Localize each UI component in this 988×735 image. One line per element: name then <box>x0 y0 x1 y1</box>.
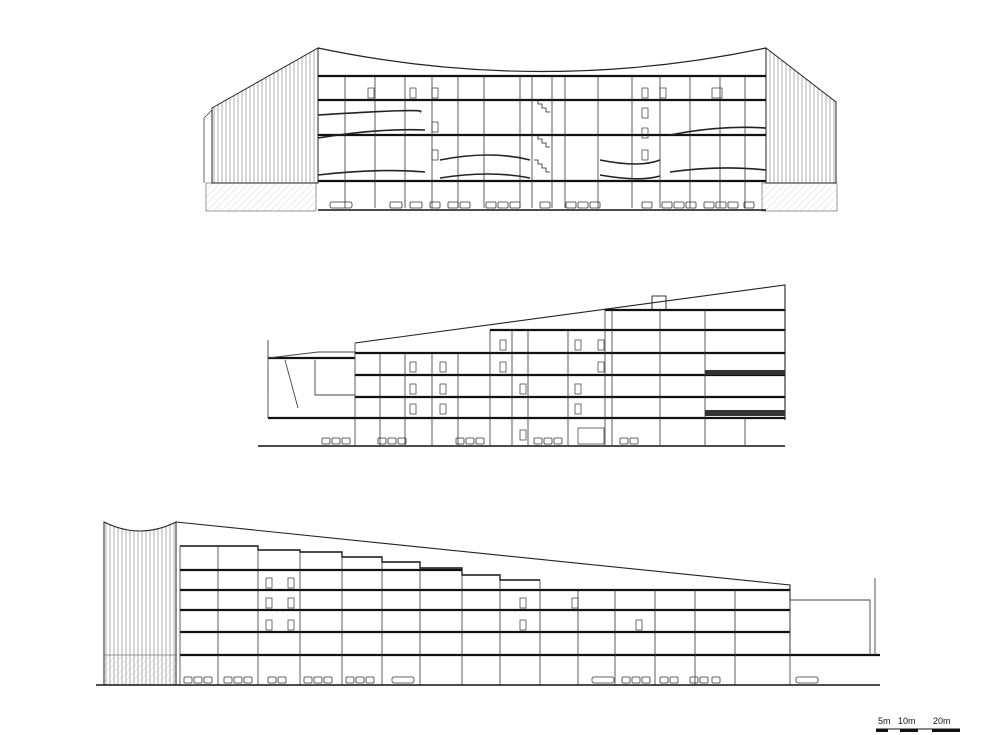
section-2-openings <box>409 339 605 445</box>
section-3-steps <box>180 545 540 581</box>
scale-bar: 5m 10m 20m <box>876 716 960 732</box>
section-2-left-block <box>267 340 355 418</box>
section-2-band-1 <box>705 370 785 375</box>
section-3-openings <box>265 577 643 631</box>
section-2-band-2 <box>705 410 785 416</box>
section-1-roof-curve <box>317 47 767 73</box>
section-1-annex <box>203 109 213 183</box>
scale-label-10m: 10m <box>898 716 916 726</box>
section-3-slabs <box>180 568 880 657</box>
scale-label-5m: 5m <box>878 716 891 726</box>
section-3-right-block <box>789 578 876 655</box>
section-1-ground-left <box>205 182 317 212</box>
section-2-slabs <box>268 308 785 420</box>
section-2-cars <box>321 437 639 445</box>
section-2 <box>258 284 786 447</box>
section-3-cars <box>183 676 819 684</box>
section-1-left-facade <box>211 47 319 184</box>
scale-bar-segment-2 <box>900 729 918 732</box>
section-3-left-facade <box>103 521 177 686</box>
scale-bar-segment-1 <box>876 729 888 732</box>
section-1-columns <box>344 76 746 208</box>
section-1-ground-right <box>761 182 838 212</box>
section-1-stair <box>534 99 550 173</box>
section-3-columns <box>179 546 791 685</box>
section-1-openings <box>367 87 723 161</box>
section-1-slabs <box>318 74 766 183</box>
section-3 <box>96 521 880 686</box>
scale-bar-segment-3 <box>932 729 960 732</box>
section-2-columns <box>354 310 746 445</box>
section-1-right-facade <box>765 46 837 184</box>
section-1 <box>203 46 838 212</box>
scale-label-20m: 20m <box>933 716 951 726</box>
section-1-ramps <box>317 109 767 180</box>
section-1-cars <box>329 201 755 209</box>
